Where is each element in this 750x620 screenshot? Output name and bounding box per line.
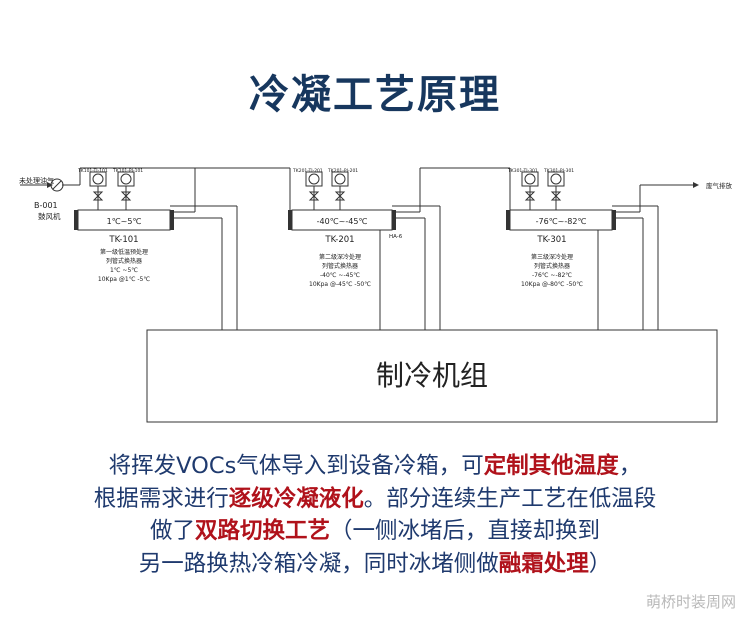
stage2-line2: 列管式换热器 [322, 262, 358, 270]
stage3-box-temp: -76℃~-82℃ [536, 217, 587, 226]
outlet-label: 废气排放 [706, 181, 733, 190]
stage1-tag: TK-101 [108, 235, 138, 245]
stage1-line3: 1℃ ~5℃ [110, 267, 138, 274]
stage1-line1: 第一级低温预处理 [100, 248, 148, 256]
process-flow-diagram: 未处理油气 B-001 鼓风机 废气排放 HA-6 TK101-TI-101 T… [19, 167, 733, 423]
stage3-ti-tag: TK301-TI-301 [507, 168, 538, 174]
stage2-line3: -40℃ ~-45℃ [320, 272, 360, 279]
watermark: 萌桥时装周网 [645, 593, 736, 611]
stage3-line4: 10Kpa @-80℃ -50℃ [521, 281, 583, 288]
blower-tag: B-001 [34, 201, 58, 210]
ha-label: HA-6 [389, 234, 403, 240]
stage1-pi-tag: TK101-PI-101 [112, 168, 143, 174]
description-text: 将挥发VOCs气体导入到设备冷箱，可定制其他温度， 根据需求进行逐级冷凝液化。部… [20, 450, 730, 580]
page-title: 冷凝工艺原理 [249, 72, 501, 118]
blower-icon [50, 178, 64, 192]
stage2-ti-tag: TK201-TI-201 [292, 168, 323, 174]
stage1-box-temp: 1℃~5℃ [107, 217, 142, 226]
stage3-line3: -76℃ ~-82℃ [532, 272, 572, 279]
stage1-ti-tag: TK101-TI-101 [77, 168, 108, 174]
stage3-pi-tag: TK301-PI-301 [543, 168, 574, 174]
stage2-pi-tag: TK201-PI-201 [327, 168, 358, 174]
desc-line-4: 另一路换热冷箱冷凝，同时冰堵侧做融霜处理） [138, 550, 612, 577]
stage2-line4: 10Kpa @-45℃ -50℃ [309, 281, 371, 288]
blower-label: 鼓风机 [38, 211, 61, 221]
stage3-line2: 列管式换热器 [534, 262, 570, 270]
stage3-tag: TK-301 [536, 235, 566, 245]
stage2-tag: TK-201 [324, 235, 354, 245]
refrigeration-unit-label: 制冷机组 [376, 359, 488, 392]
inlet-label: 未处理油气 [19, 176, 54, 185]
stage1-line2: 列管式换热器 [106, 257, 142, 265]
stage1-line4: 10Kpa @1℃ -5℃ [98, 276, 150, 283]
stage2-box-temp: -40℃~-45℃ [317, 217, 368, 226]
desc-line-2: 根据需求进行逐级冷凝液化。部分连续生产工艺在低温段 [93, 485, 657, 512]
stage2-line1: 第二级深冷处理 [319, 253, 361, 261]
stage3-line1: 第三级深冷处理 [531, 253, 573, 261]
desc-line-1: 将挥发VOCs气体导入到设备冷箱，可定制其他温度， [108, 453, 642, 479]
desc-line-3: 做了双路切换工艺（一侧冰堵后，直接却换到 [149, 518, 601, 544]
